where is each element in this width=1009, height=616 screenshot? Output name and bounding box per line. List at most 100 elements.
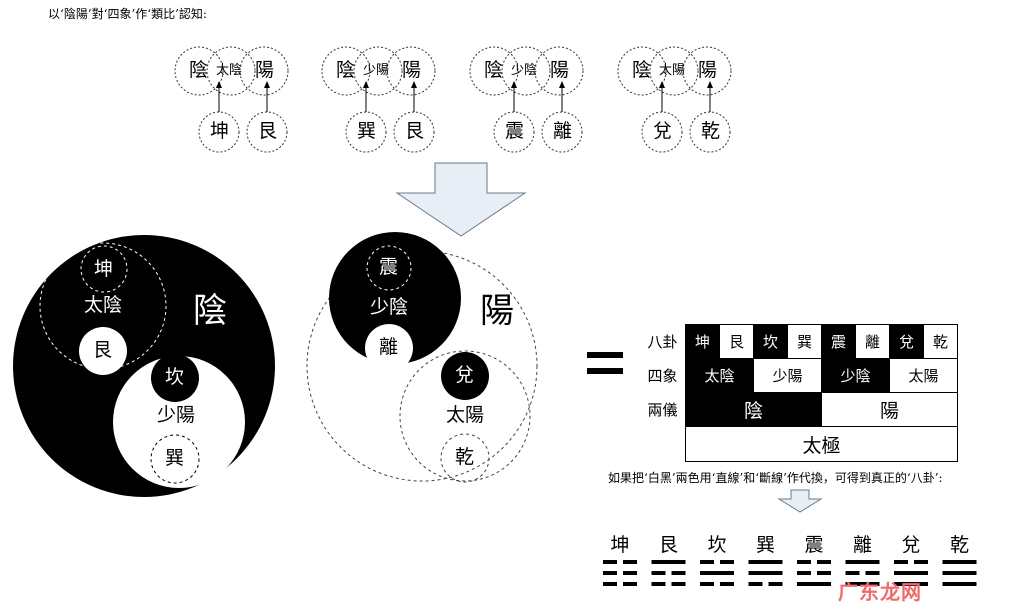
top-lower-gua: 坤 [210,120,230,142]
trigram-broken-line [720,582,734,586]
row-label: 四象 [647,367,678,385]
top-lower-gua: 兌 [653,120,673,142]
watermark-logo: 广东龙网 [838,580,922,604]
top-right-yang: 陽 [550,59,570,81]
trigram-solid-line [845,560,880,564]
trigram-name: 坤 [610,534,630,556]
trigram-name: 離 [852,534,872,556]
trigram-broken-line [914,560,928,564]
bagua-cell: 乾 [923,324,958,359]
bagua-cell: 震 [821,324,856,359]
trigram-solid-line [748,571,783,575]
trigram-broken-line [797,560,811,564]
top-lower-gua: 離 [553,120,573,142]
bottom-caption: 如果把‘白黑’兩色用‘直線’和‘斷線’作代換，可得到真正的‘八卦’: [608,471,943,485]
top-lower-gua: 乾 [701,120,721,142]
bagua-cell: 離 [855,324,890,359]
trigram-broken-line [651,571,666,575]
sixiang-cell: 少陽 [753,358,822,393]
trigram-solid-line [894,582,928,586]
trigram-name: 艮 [658,534,678,556]
trigram-solid-line [700,571,734,575]
top-right-yang: 陽 [698,59,718,81]
bagua-cell: 坤 [685,324,720,359]
yang-upper-label: 少陰 [370,296,409,318]
top-left-yin: 陰 [336,59,356,81]
liangyi-cell: 陰 [685,392,822,427]
trigram-solid-line [942,560,977,564]
trigram-name: 巽 [755,534,775,556]
yin-lower-bottom: 巽 [165,447,185,469]
trigram-broken-line [817,571,831,575]
yin-upper-dot: 艮 [93,339,113,361]
trigram-solid-line [942,582,977,586]
yin-outer-label: 陰 [193,291,227,331]
trigram-solid-line [748,560,783,564]
top-right-yang: 陽 [255,59,275,81]
table-row-liangyi: 兩儀 陰 陽 [640,392,958,427]
trigram-broken-line [603,582,617,586]
yin-lower-dot: 坎 [165,366,185,388]
top-left-yin: 陰 [632,59,652,81]
trigram-solid-line [845,582,880,586]
trigram-broken-line [700,582,714,586]
trigram-broken-line [623,571,637,575]
top-mid-label: 太陰 [216,63,243,78]
trigram-broken-line [817,560,831,564]
yang-outer-label: 陽 [480,291,514,331]
trigram-solid-line [651,560,686,564]
trigram-broken-line [865,571,880,575]
trigram-name: 震 [804,534,824,556]
top-left-yin: 陰 [189,59,209,81]
table-row-taiji: 太極 [640,426,958,462]
yang-lower-bottom: 乾 [455,446,475,468]
trigram-broken-line [651,582,666,586]
bagua-table: 八卦 坤 艮 坎 巽 震 離 兌 乾 四象 太陰 少陽 少陰 太陽 兩儀 陰 陽… [640,324,958,462]
table-row-bagua: 八卦 坤 艮 坎 巽 震 離 兌 乾 [640,324,958,359]
top-lower-gua: 艮 [258,120,278,142]
small-down-arrow [777,489,823,513]
sixiang-cell: 少陰 [821,358,890,393]
top-lower-gua: 震 [505,120,525,142]
yin-upper-label: 太陰 [84,294,123,316]
trigram-broken-line [603,571,617,575]
trigram-broken-line [671,571,686,575]
trigram-solid-line [797,582,831,586]
yang-upper-dot: 離 [379,336,399,358]
trigram-broken-line [797,571,811,575]
taiji-cell: 太極 [685,426,958,462]
trigram-broken-line [768,582,783,586]
sixiang-cell: 太陽 [889,358,958,393]
bagua-cell: 艮 [719,324,754,359]
down-arrow [395,162,527,237]
bagua-cell: 兌 [889,324,924,359]
trigram-name: 坎 [707,534,727,556]
top-left-yin: 陰 [484,59,504,81]
trigram-solid-line [942,571,977,575]
row-label: 八卦 [647,333,678,351]
bagua-cell: 巽 [787,324,822,359]
bagua-cell: 坎 [753,324,788,359]
trigram-broken-line [700,560,714,564]
top-caption: 以‘陰陽’對‘四象’作‘類比’認知: [48,7,207,21]
yang-lower-dot: 兌 [455,364,475,386]
trigram-name: 兌 [901,534,921,556]
yang-diagram [306,232,538,483]
top-right-yang: 陽 [402,59,422,81]
top-lower-gua: 艮 [405,120,425,142]
top-lower-gua: 巽 [357,120,377,142]
trigram-broken-line [720,560,734,564]
top-mid-label: 少陰 [511,63,538,78]
sixiang-cell: 太陰 [685,358,754,393]
table-row-sixiang: 四象 太陰 少陽 少陰 太陽 [640,358,958,393]
trigram-broken-line [623,560,637,564]
yin-upper-top: 坤 [94,258,114,280]
row-label: 兩儀 [647,401,678,419]
trigram-solid-line [894,571,928,575]
top-mid-label: 太陽 [659,63,686,78]
trigram-broken-line [603,560,617,564]
yin-diagram [13,235,275,497]
top-mid-label: 少陽 [363,63,390,78]
